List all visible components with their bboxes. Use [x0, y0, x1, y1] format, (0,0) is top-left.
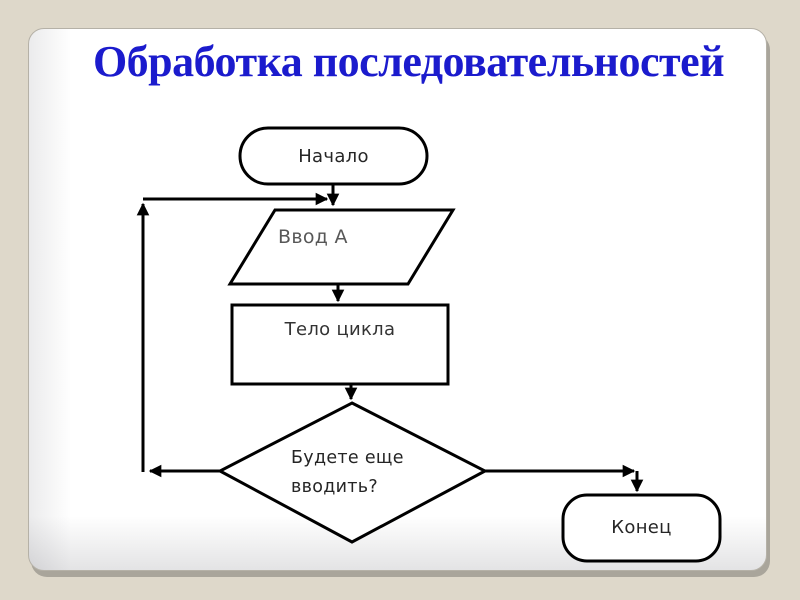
decision-node-label: Будете еще вводить?: [291, 448, 404, 497]
decision-diamond-shape: [216, 401, 489, 544]
process-rect-shape: [230, 303, 450, 386]
end-terminator-shape: [561, 493, 722, 563]
slide-title: Обработка последовательностей: [92, 37, 725, 86]
input-parallelogram-shape: [227, 208, 456, 286]
process-node-label: Тело цикла: [284, 319, 396, 340]
input-node-label: Ввод А: [278, 226, 348, 248]
slide-panel: [28, 28, 767, 571]
start-node-label: Начало: [298, 146, 369, 167]
end-node-label: Конец: [611, 517, 672, 538]
